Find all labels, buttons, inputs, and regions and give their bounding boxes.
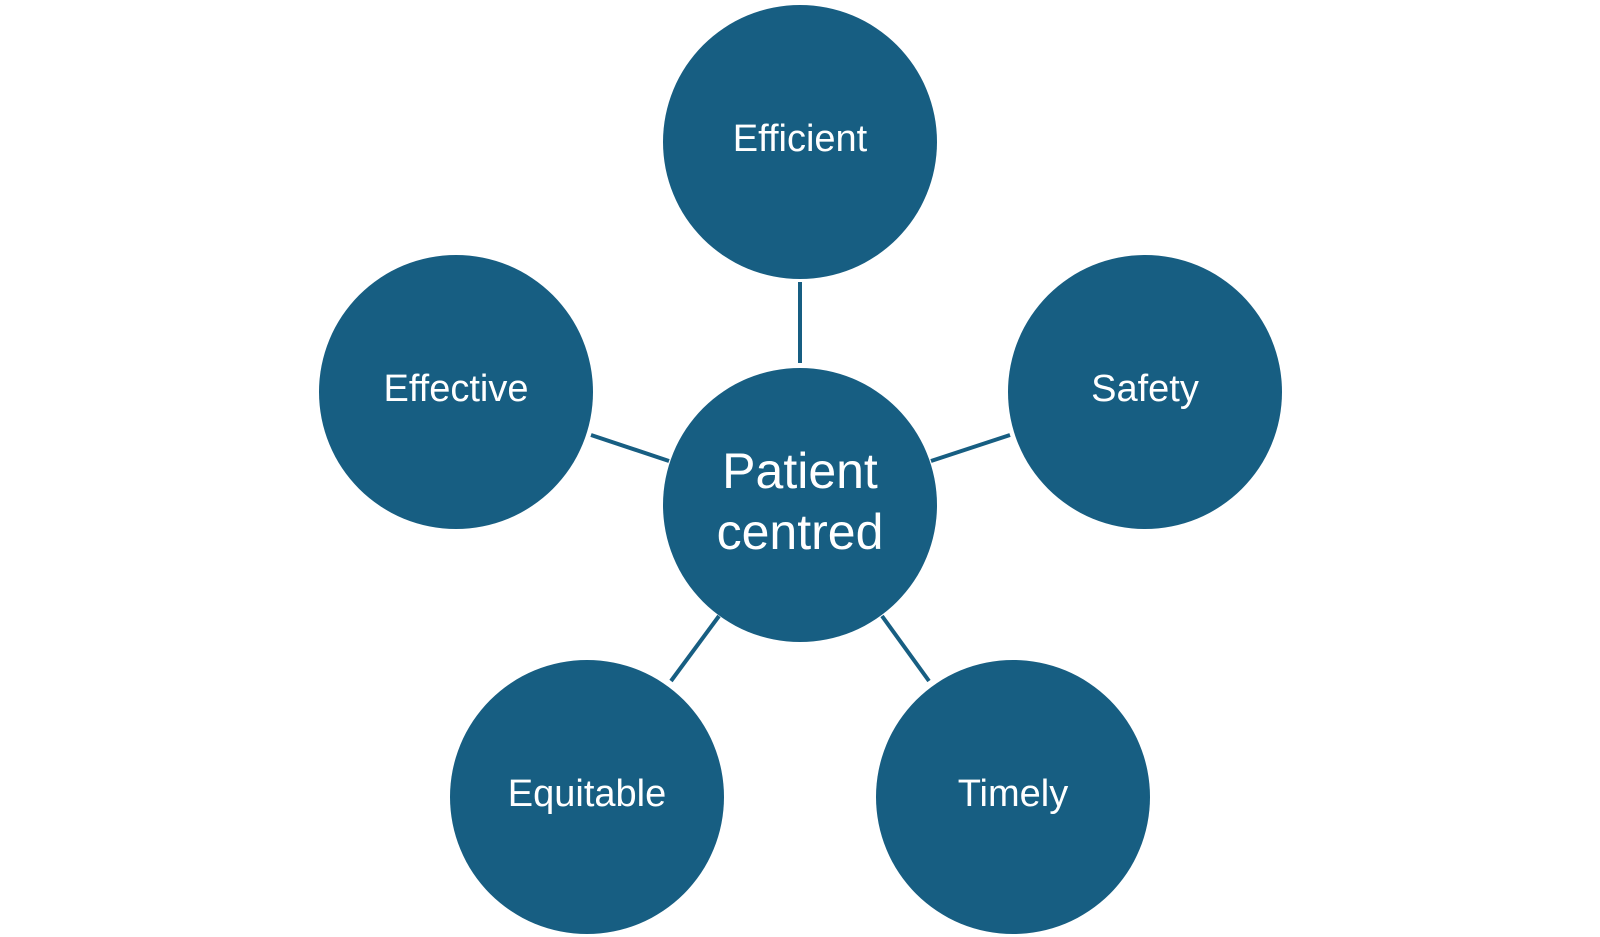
node-efficient-label: Efficient: [733, 118, 868, 160]
node-equitable-circle: [450, 660, 724, 934]
node-equitable: Equitable: [450, 660, 724, 934]
node-safety-circle: [1008, 255, 1282, 529]
node-timely-label: Timely: [958, 773, 1068, 815]
node-efficient: Efficient: [663, 5, 937, 279]
node-effective-circle: [319, 255, 593, 529]
center-label-line2: centred: [717, 504, 884, 560]
connector-effective: [590, 433, 670, 463]
connector-equitable: [669, 614, 721, 683]
node-equitable-label: Equitable: [508, 773, 666, 815]
center-label-line1: Patient: [722, 443, 878, 499]
node-effective: Effective: [319, 255, 593, 529]
node-safety: Safety: [1008, 255, 1282, 529]
connector-timely: [880, 614, 931, 683]
node-timely-circle: [876, 660, 1150, 934]
connector-safety: [930, 433, 1011, 463]
center-node: Patient centred: [663, 368, 937, 642]
node-efficient-circle: [663, 5, 937, 279]
center-node-circle: [663, 368, 937, 642]
node-effective-label: Effective: [383, 368, 528, 410]
node-safety-label: Safety: [1091, 368, 1199, 410]
node-timely: Timely: [876, 660, 1150, 934]
